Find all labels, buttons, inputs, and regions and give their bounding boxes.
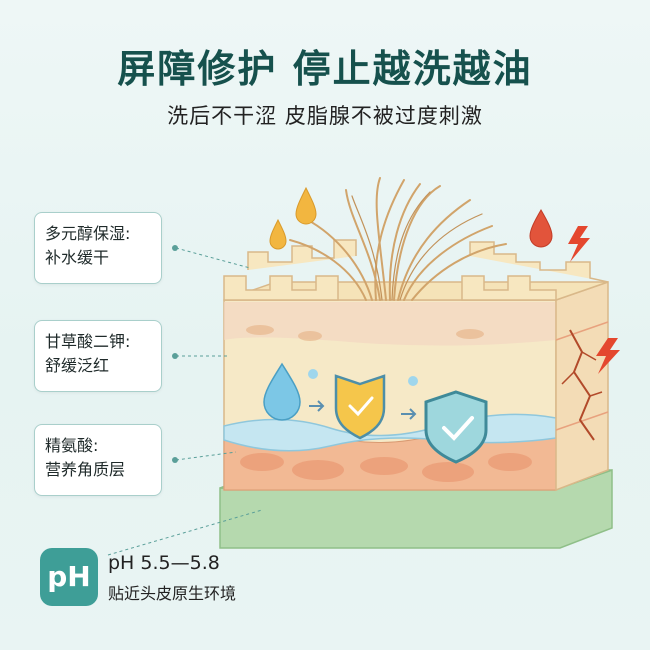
page-subtitle: 洗后不干涩 皮脂腺不被过度刺激 <box>167 104 483 128</box>
card-title: 精氨酸: <box>45 436 99 455</box>
connector-dot <box>172 353 178 359</box>
barrier-crenellation <box>223 239 609 301</box>
red-drop-icon <box>529 209 553 248</box>
page-title: 屏障修护 停止越洗越油 <box>117 47 533 91</box>
hair-strands <box>289 177 507 301</box>
water-drop-icon <box>263 362 418 421</box>
ingredient-card-polyol: 多元醇保湿: 补水缓干 <box>34 212 162 284</box>
ph-badge: pH <box>40 548 98 606</box>
card-desc: 补水缓干 <box>45 248 110 267</box>
ingredient-card-arginine: 精氨酸: 营养角质层 <box>34 424 162 496</box>
shield-check-icon-large <box>424 390 488 464</box>
ph-description: 贴近头皮原生环境 <box>108 584 237 603</box>
card-title: 甘草酸二钾: <box>45 332 131 351</box>
oil-drop-icon <box>269 186 317 250</box>
connector-dot <box>172 245 178 251</box>
ingredient-card-glycyrrhizinate: 甘草酸二钾: 舒缓泛红 <box>34 320 162 392</box>
arrow-right-icon <box>309 400 417 420</box>
card-title: 多元醇保湿: <box>45 224 131 243</box>
card-desc: 营养角质层 <box>45 460 126 479</box>
connector-dot <box>172 457 178 463</box>
ph-value: pH 5.5—5.8 <box>108 552 220 574</box>
skin-block-side <box>555 280 609 492</box>
lightning-icon <box>568 226 620 374</box>
card-desc: 舒缓泛红 <box>45 356 110 375</box>
shield-check-icon <box>334 374 386 440</box>
